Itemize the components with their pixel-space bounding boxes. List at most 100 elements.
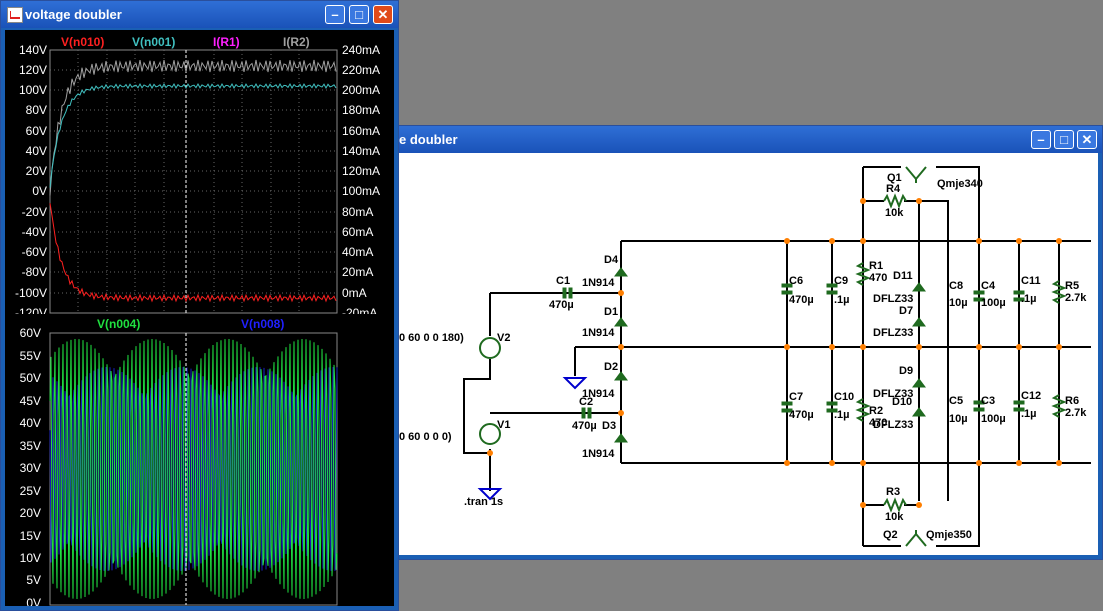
label-c5-val: 10µ — [949, 413, 968, 425]
svg-text:35V: 35V — [20, 439, 41, 453]
label-c7: C7 — [789, 391, 803, 403]
label-c4: C4 — [981, 280, 996, 292]
trace-label-ir1[interactable]: I(R1) — [213, 35, 240, 49]
trace-vn001 — [49, 82, 337, 188]
label-c9: C9 — [834, 275, 848, 287]
svg-text:180mA: 180mA — [342, 103, 380, 117]
svg-text:-100V: -100V — [15, 286, 47, 300]
label-c9-val: .1µ — [834, 294, 850, 306]
svg-text:20V: 20V — [26, 164, 47, 178]
svg-text:20mA: 20mA — [342, 265, 373, 279]
label-c5: C5 — [949, 395, 963, 407]
minimize-button[interactable]: – — [1031, 130, 1051, 149]
svg-text:20V: 20V — [20, 506, 41, 520]
label-d3: D3 — [602, 420, 616, 432]
label-d4: D4 — [604, 254, 619, 266]
label-d11-model: DFLZ33 — [873, 293, 913, 305]
waveform-title: voltage doubler — [25, 7, 122, 22]
label-d7-model: DFLZ33 — [873, 327, 913, 339]
label-c11: C11 — [1021, 275, 1041, 287]
label-c3: C3 — [981, 395, 995, 407]
svg-text:80mA: 80mA — [342, 205, 373, 219]
svg-text:120mA: 120mA — [342, 164, 380, 178]
label-v2-params: 0 60 0 0 180) — [399, 332, 464, 344]
label-d3-model: 1N914 — [582, 448, 615, 460]
label-c11-val: .1µ — [1021, 293, 1037, 305]
svg-text:60V: 60V — [20, 326, 41, 340]
label-c10: C10 — [834, 391, 854, 403]
minimize-button[interactable]: – — [325, 5, 345, 24]
label-r5-val: 2.7k — [1065, 292, 1087, 304]
svg-text:100mA: 100mA — [342, 184, 380, 198]
label-c8-val: 10µ — [949, 297, 968, 309]
label-v1-params: 0 60 0 0 0) — [399, 431, 452, 443]
schematic-canvas[interactable]: Q1 Qmje340 R4 10k D4 1N914 C1 470µ D1 1N… — [399, 153, 1098, 555]
label-r6-val: 2.7k — [1065, 407, 1087, 419]
trace-label-vn010[interactable]: V(n010) — [61, 35, 104, 49]
svg-text:0mA: 0mA — [342, 286, 367, 300]
maximize-button[interactable]: □ — [1054, 130, 1074, 149]
label-r3: R3 — [886, 486, 900, 498]
bottom-plot-pane[interactable]: V(n004) V(n008) 60V 55V 50V 45V 40V 35V … — [5, 314, 394, 606]
label-c6-val: 470µ — [789, 294, 814, 306]
label-v2: V2 — [497, 332, 510, 344]
svg-text:55V: 55V — [20, 349, 41, 363]
top-left-axis: 140V 120V 100V 80V 60V 40V 20V 0V -20V -… — [15, 43, 47, 320]
label-r2: R2 — [869, 405, 883, 417]
close-button[interactable]: ✕ — [373, 5, 393, 24]
label-c12: C12 — [1021, 390, 1041, 402]
label-c2-val: 470µ — [572, 420, 597, 432]
schematic-drawing[interactable]: Q1 Qmje340 R4 10k D4 1N914 C1 470µ D1 1N… — [399, 153, 1098, 555]
trace-label-vn008[interactable]: V(n008) — [241, 317, 284, 331]
label-d10: D10 — [892, 396, 912, 408]
svg-text:-80V: -80V — [22, 265, 47, 279]
label-r2-val: 470 — [869, 417, 887, 429]
svg-text:0V: 0V — [26, 596, 41, 606]
label-r3-val: 10k — [885, 511, 904, 523]
label-q2-model: Qmje350 — [926, 529, 972, 541]
svg-text:40V: 40V — [20, 416, 41, 430]
top-plot-frame — [49, 49, 338, 314]
bottom-left-axis: 60V 55V 50V 45V 40V 35V 30V 25V 20V 15V … — [20, 326, 41, 606]
svg-text:220mA: 220mA — [342, 63, 380, 77]
label-q1: Q1 — [887, 172, 902, 184]
svg-text:160mA: 160mA — [342, 124, 380, 138]
label-d9: D9 — [899, 365, 913, 377]
label-d9-model: DFLZ33 — [873, 388, 913, 400]
trace-ir2 — [49, 59, 337, 196]
svg-text:80V: 80V — [26, 103, 47, 117]
label-c2: C2 — [579, 396, 593, 408]
svg-text:30V: 30V — [20, 461, 41, 475]
svg-text:50V: 50V — [20, 371, 41, 385]
schematic-window[interactable]: e doubler – □ ✕ — [394, 125, 1103, 560]
label-v1: V1 — [497, 419, 510, 431]
label-r4: R4 — [886, 183, 901, 195]
label-d1-model: 1N914 — [582, 327, 615, 339]
schematic-titlebar[interactable]: e doubler – □ ✕ — [395, 126, 1102, 153]
label-r6: R6 — [1065, 395, 1079, 407]
label-d2-model: 1N914 — [582, 388, 615, 400]
svg-text:0V: 0V — [32, 184, 47, 198]
top-plot-pane[interactable]: V(n010) V(n001) I(R1) I(R2) 140V 120V 10… — [5, 30, 394, 324]
svg-text:100V: 100V — [19, 83, 47, 97]
waveform-titlebar[interactable]: voltage doubler – □ ✕ — [1, 1, 398, 28]
svg-text:25V: 25V — [20, 484, 41, 498]
maximize-button[interactable]: □ — [349, 5, 369, 24]
label-c1: C1 — [556, 275, 570, 287]
svg-text:140mA: 140mA — [342, 144, 380, 158]
label-c6: C6 — [789, 275, 803, 287]
label-q2: Q2 — [883, 529, 898, 541]
label-q1-model: Qmje340 — [937, 178, 983, 190]
trace-label-vn001[interactable]: V(n001) — [132, 35, 175, 49]
label-c12-val: .1µ — [1021, 408, 1037, 420]
svg-text:140V: 140V — [19, 43, 47, 57]
close-button[interactable]: ✕ — [1077, 130, 1097, 149]
label-r1-val: 470 — [869, 272, 887, 284]
label-r5: R5 — [1065, 280, 1079, 292]
svg-text:5V: 5V — [26, 573, 41, 587]
trace-label-vn004[interactable]: V(n004) — [97, 317, 140, 331]
waveform-window[interactable]: voltage doubler – □ ✕ V(n010) V(n001) I(… — [0, 0, 399, 611]
label-d11: D11 — [893, 270, 913, 282]
trace-label-ir2[interactable]: I(R2) — [283, 35, 310, 49]
svg-text:240mA: 240mA — [342, 43, 380, 57]
